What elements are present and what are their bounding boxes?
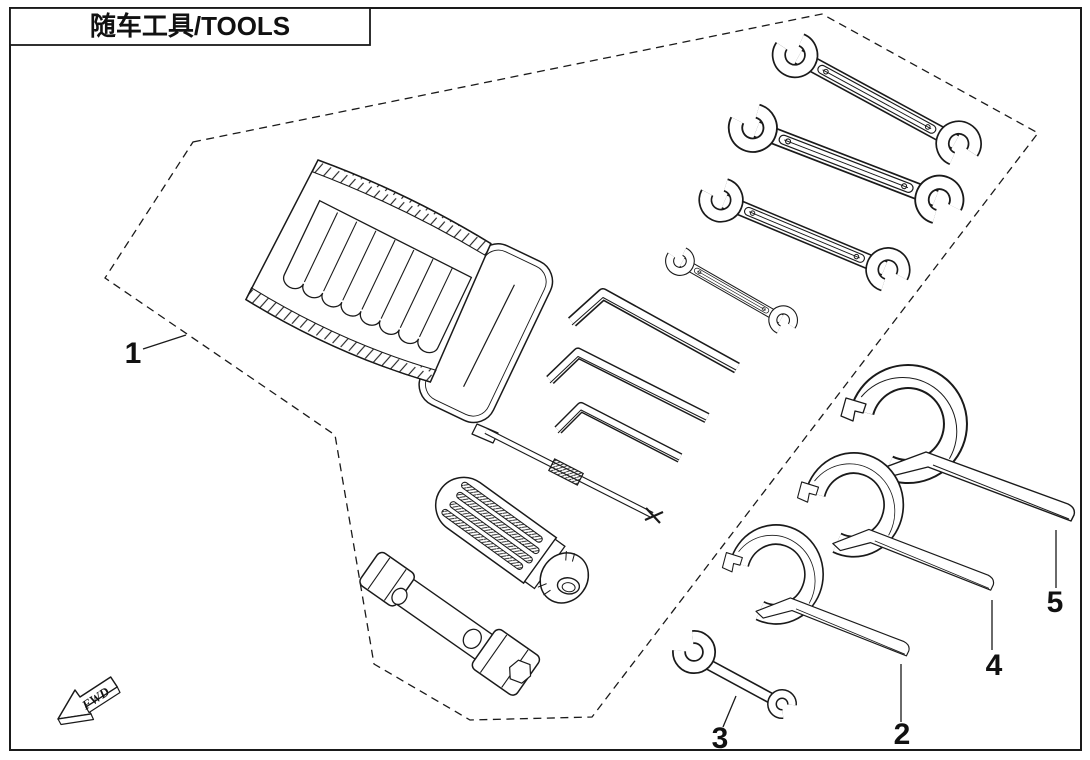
- callout-label-2: 2: [894, 718, 911, 751]
- phillips-tip: [644, 507, 664, 524]
- small-open-end-wrench: [672, 630, 797, 719]
- hook-spanner-large: [841, 377, 1074, 521]
- pouch-stitch-strip-top: [311, 159, 492, 257]
- hex-socket-opening: [509, 659, 532, 684]
- hook-spanner-small: [722, 535, 909, 656]
- screwdriver-double-bit: [471, 423, 664, 524]
- callout-label-3: 3: [712, 722, 729, 755]
- leader-line-1: [142, 334, 187, 350]
- hook-spanner-medium: [798, 463, 994, 590]
- fwd-direction-indicator: FWD: [57, 676, 121, 726]
- hex-key-1: [567, 288, 740, 374]
- callout-4: 4: [986, 600, 1003, 682]
- tommy-bar-hole-2: [462, 628, 482, 650]
- hex-key-3: [554, 402, 683, 463]
- pouch-stitch-strip-bottom: [245, 287, 437, 383]
- callout-3: 3: [712, 695, 737, 755]
- title-box: [9, 7, 371, 46]
- callout-label-1: 1: [125, 337, 142, 370]
- pouch-pocket-panel: [282, 199, 473, 354]
- page-title: 随车工具/TOOLS: [90, 11, 290, 41]
- leader-line-3: [722, 695, 737, 728]
- fwd-arrow-shape: [57, 676, 119, 720]
- hex-key-2: [546, 347, 710, 423]
- callout-label-4: 4: [986, 649, 1003, 682]
- screwdriver-handle: [434, 476, 590, 604]
- title-block: 随车工具/TOOLS: [9, 7, 371, 46]
- callout-5: 5: [1047, 530, 1064, 619]
- callout-label-5: 5: [1047, 586, 1064, 619]
- spark-plug-wrench: [359, 551, 541, 696]
- tool-roll-pouch: [244, 159, 554, 424]
- toolkit-outline-dashed: [104, 13, 1039, 721]
- callout-2: 2: [894, 664, 911, 751]
- page-border: [9, 7, 1082, 751]
- open-end-wrench-3: [701, 179, 909, 290]
- bit-hex-section: [547, 458, 585, 486]
- open-end-wrench-4: [666, 247, 797, 334]
- tommy-bar-hole-1: [391, 587, 408, 606]
- pouch-pocket-dividers: [303, 212, 453, 338]
- callout-1: 1: [125, 334, 187, 370]
